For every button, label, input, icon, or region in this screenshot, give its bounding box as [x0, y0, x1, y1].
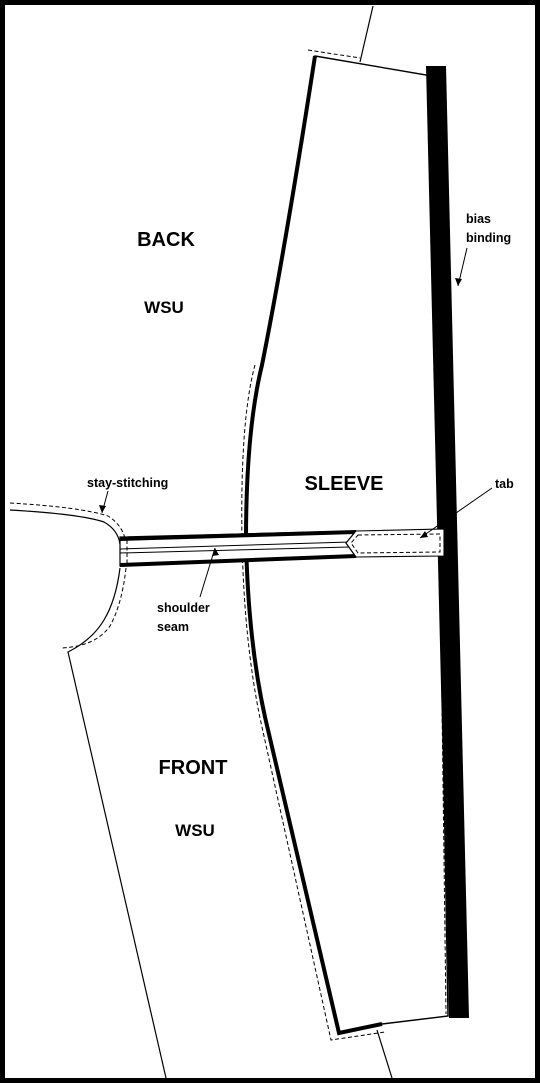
front-subtitle: WSU [175, 821, 215, 840]
front-title: FRONT [159, 757, 228, 779]
shoulder-seam-label-line1: shoulder [157, 601, 210, 615]
tab-label: tab [495, 477, 514, 491]
garment-outline [9, 5, 393, 1079]
sleeve-inner-stitch [433, 81, 447, 1015]
bias-binding-label-line2: binding [466, 231, 511, 245]
back-title: BACK [137, 229, 195, 251]
stay-stitching-line [9, 502, 127, 649]
stay-stitching-label: stay-stitching [87, 476, 168, 490]
callout-arrowheads [99, 278, 462, 556]
back-subtitle: WSU [144, 298, 184, 317]
sleeve-title: SLEEVE [305, 473, 384, 495]
tab-piece [345, 528, 445, 558]
bias-binding-strip [426, 66, 469, 1018]
shoulder-seam-label-line2: seam [157, 620, 189, 634]
bias-binding-label-line1: bias [466, 212, 491, 226]
shoulder-seam [119, 530, 358, 567]
sleeve-cap-line [243, 55, 383, 1036]
